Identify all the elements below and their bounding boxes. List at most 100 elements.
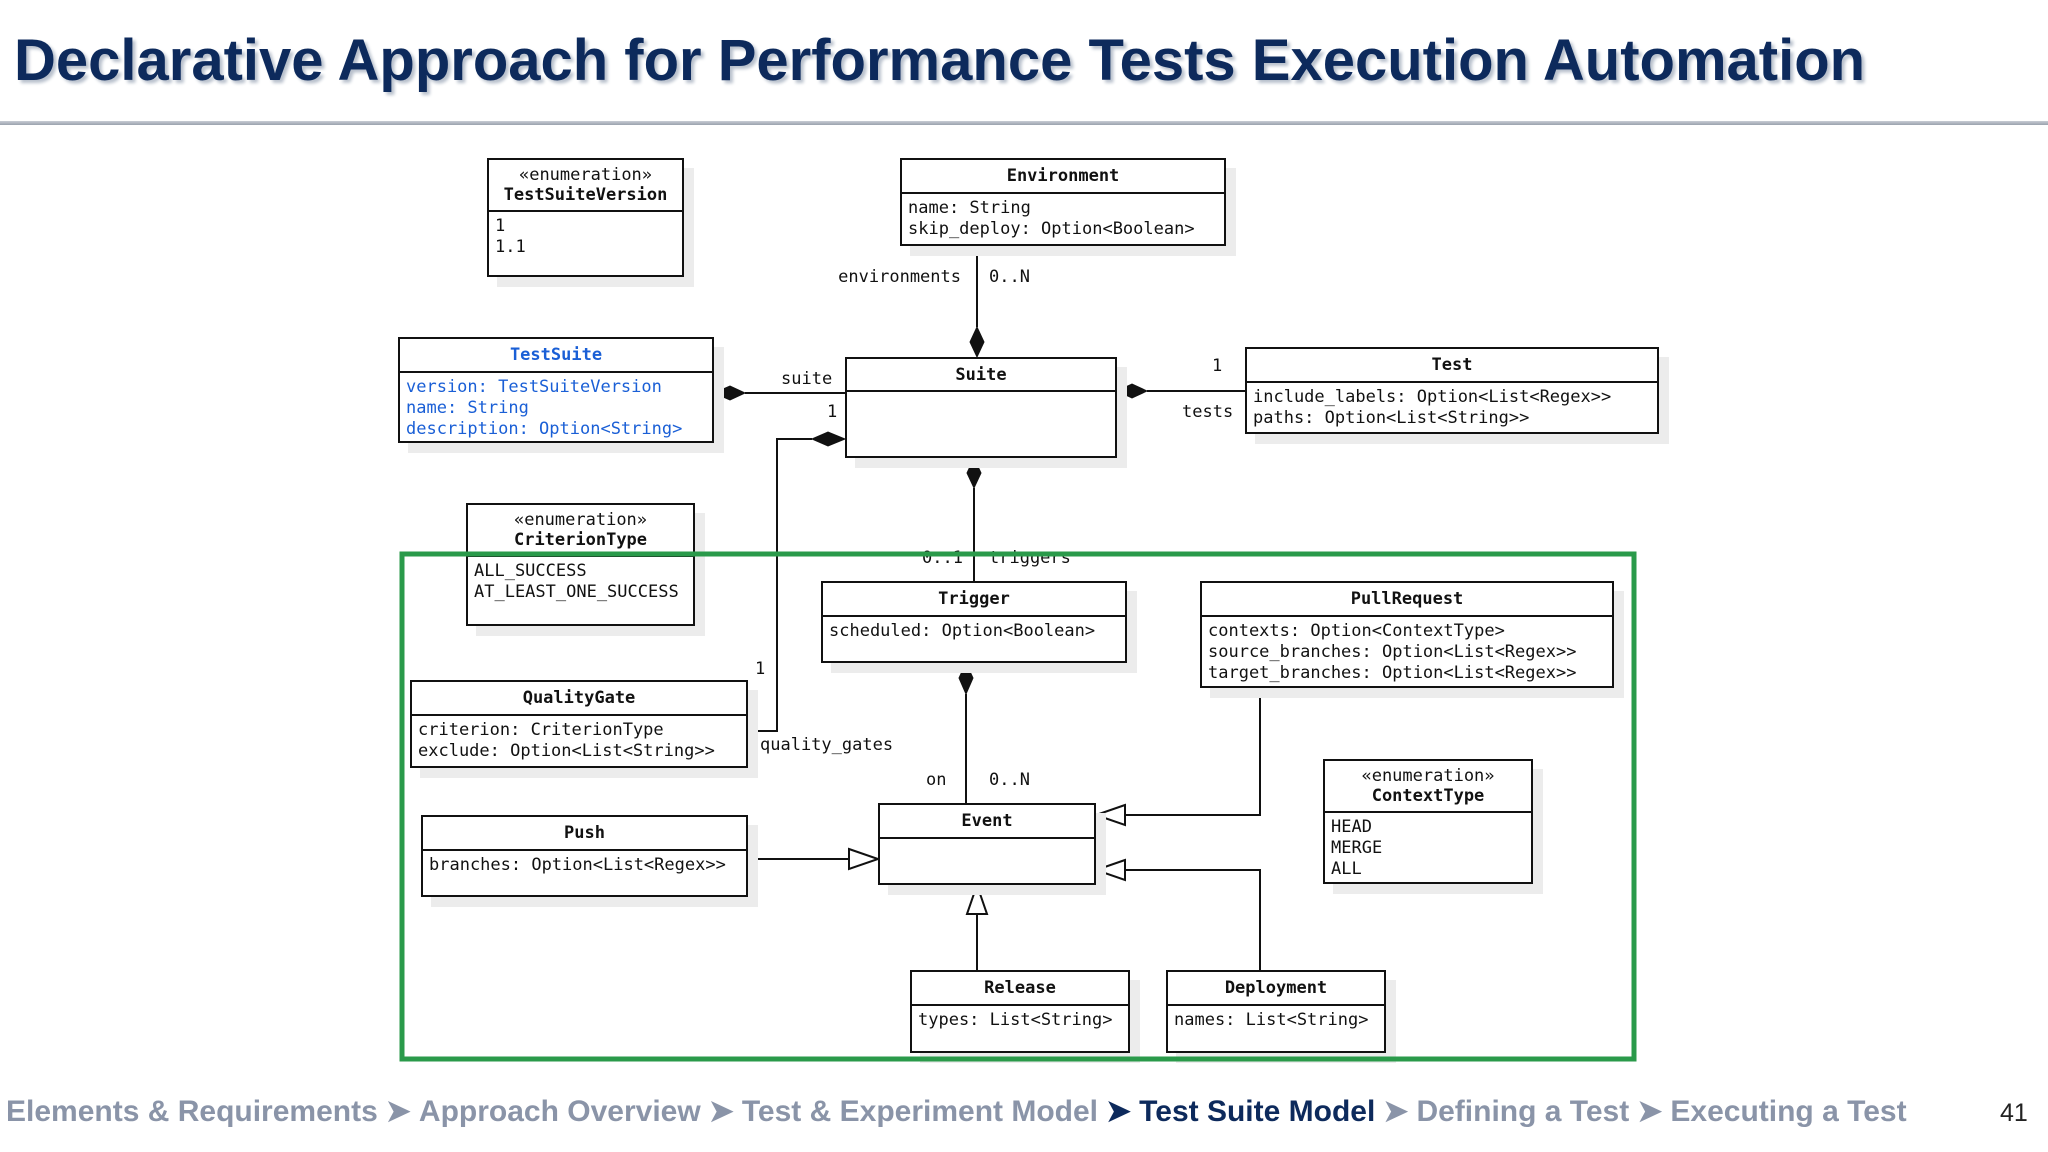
class-name: ContextType <box>1371 786 1485 806</box>
class-name: Test <box>1431 355 1473 375</box>
class-attributes: include_labels: Option<List<Regex>>paths… <box>1247 383 1657 433</box>
class-name: TestSuite <box>509 345 603 365</box>
env-suite-role-label: environments <box>838 267 961 287</box>
class-header: TestSuite <box>400 339 712 373</box>
pullrequest-event-triangle <box>1092 803 1126 827</box>
attribute: name: String <box>908 198 1031 218</box>
class-suite: Suite <box>845 357 1117 458</box>
breadcrumb-item[interactable]: Test Suite Model <box>1139 1095 1376 1128</box>
attribute: target_branches: Option<List<Regex>> <box>1208 663 1577 683</box>
class-header: QualityGate <box>412 682 746 716</box>
breadcrumb-separator-icon: ➤ <box>1637 1095 1663 1128</box>
class-header: «enumeration»TestSuiteVersion <box>489 160 682 212</box>
release-event-triangle <box>965 881 989 915</box>
class-attributes: types: List<String> <box>912 1006 1128 1035</box>
class-header: Suite <box>847 359 1115 392</box>
attribute: description: Option<String> <box>406 419 683 439</box>
class-event: Event <box>878 803 1096 885</box>
attribute: HEAD <box>1331 817 1372 837</box>
deployment-event-line <box>1125 869 1261 970</box>
class-release: Release types: List<String> <box>910 970 1130 1053</box>
suite-trigger-multiplicity-label: 0..1 <box>922 548 963 568</box>
class-header: «enumeration»ContextType <box>1325 761 1531 813</box>
attribute: source_branches: Option<List<Regex>> <box>1208 642 1577 662</box>
class-header: Push <box>423 817 746 851</box>
class-attributes: branches: Option<List<Regex>> <box>423 851 746 880</box>
class-header: Test <box>1247 349 1657 383</box>
class-pullrequest: PullRequest contexts: Option<ContextType>… <box>1200 581 1614 688</box>
class-name: TestSuiteVersion <box>503 185 668 205</box>
class-header: Trigger <box>823 583 1125 617</box>
attribute: scheduled: Option<Boolean> <box>829 621 1096 641</box>
testsuite-suite-multiplicity-label: 1 <box>827 402 838 422</box>
stereotype: «enumeration» <box>518 165 653 185</box>
class-push: Push branches: Option<List<Regex>> <box>421 815 748 897</box>
deployment-event-triangle <box>1092 858 1126 882</box>
attribute: version: TestSuiteVersion <box>406 377 662 397</box>
class-attributes: scheduled: Option<Boolean> <box>823 617 1125 646</box>
class-header: PullRequest <box>1202 583 1612 617</box>
breadcrumb-item[interactable]: Defining a Test <box>1416 1095 1630 1128</box>
attribute: ALL <box>1331 859 1362 879</box>
class-attributes: contexts: Option<ContextType>source_bran… <box>1202 617 1612 688</box>
class-name: PullRequest <box>1350 589 1464 609</box>
class-attributes <box>880 839 1094 847</box>
trigger-event-multiplicity-label: 0..N <box>989 770 1030 790</box>
class-test: Test include_labels: Option<List<Regex>>p… <box>1245 347 1659 434</box>
attribute: 1 <box>495 216 506 236</box>
class-name: QualityGate <box>522 688 636 708</box>
trigger-event-role-label: on <box>926 770 947 790</box>
suite-qualitygate-diamond <box>810 431 847 447</box>
breadcrumb: Elements & Requirements➤Approach Overvie… <box>6 1094 1907 1130</box>
class-name: Push <box>564 823 605 843</box>
suite-trigger-diamond <box>966 456 982 490</box>
class-name: Trigger <box>938 589 1010 609</box>
class-trigger: Trigger scheduled: Option<Boolean> <box>821 581 1127 663</box>
push-event-triangle <box>848 847 882 871</box>
suite-qualitygate-role-label: quality_gates <box>760 735 894 755</box>
class-header: Release <box>912 972 1128 1006</box>
attribute: branches: Option<List<Regex>> <box>429 855 726 875</box>
breadcrumb-item[interactable]: Approach Overview <box>418 1095 701 1128</box>
attribute: types: List<String> <box>918 1010 1113 1030</box>
attribute: ALL_SUCCESS <box>474 561 587 581</box>
attribute: MERGE <box>1331 838 1383 858</box>
pullrequest-event-line <box>1125 688 1261 816</box>
class-name: CriterionType <box>513 530 648 550</box>
class-deployment: Deployment names: List<String> <box>1166 970 1386 1053</box>
slide-title: Declarative Approach for Performance Tes… <box>14 28 1866 93</box>
attribute: AT_LEAST_ONE_SUCCESS <box>474 582 679 602</box>
stereotype: «enumeration» <box>1361 766 1495 786</box>
trigger-event-diamond <box>958 661 974 696</box>
attribute: name: String <box>406 398 529 418</box>
breadcrumb-item[interactable]: Elements & Requirements <box>6 1095 378 1128</box>
breadcrumb-separator-icon: ➤ <box>708 1095 734 1128</box>
class-name: Release <box>984 978 1056 998</box>
suite-test-diamond <box>1115 383 1149 399</box>
class-header: Deployment <box>1168 972 1384 1006</box>
class-name: Suite <box>955 364 1007 385</box>
class-header: Environment <box>902 160 1224 194</box>
suite-test-role-label: tests <box>1182 402 1234 422</box>
stereotype: «enumeration» <box>513 510 648 530</box>
env-suite-multiplicity-label: 0..N <box>989 267 1030 287</box>
attribute: exclude: Option<List<String>> <box>418 741 715 761</box>
attribute: names: List<String> <box>1174 1010 1369 1030</box>
breadcrumb-item[interactable]: Executing a Test <box>1670 1095 1907 1128</box>
suite-test-multiplicity-label: 1 <box>1212 356 1223 376</box>
class-name: Event <box>961 811 1013 831</box>
attribute: 1.1 <box>495 237 526 257</box>
testsuite-suite-role-label: suite <box>781 369 833 389</box>
breadcrumb-item[interactable]: Test & Experiment Model <box>741 1095 1099 1128</box>
testsuite-suite-diamond <box>712 385 747 401</box>
